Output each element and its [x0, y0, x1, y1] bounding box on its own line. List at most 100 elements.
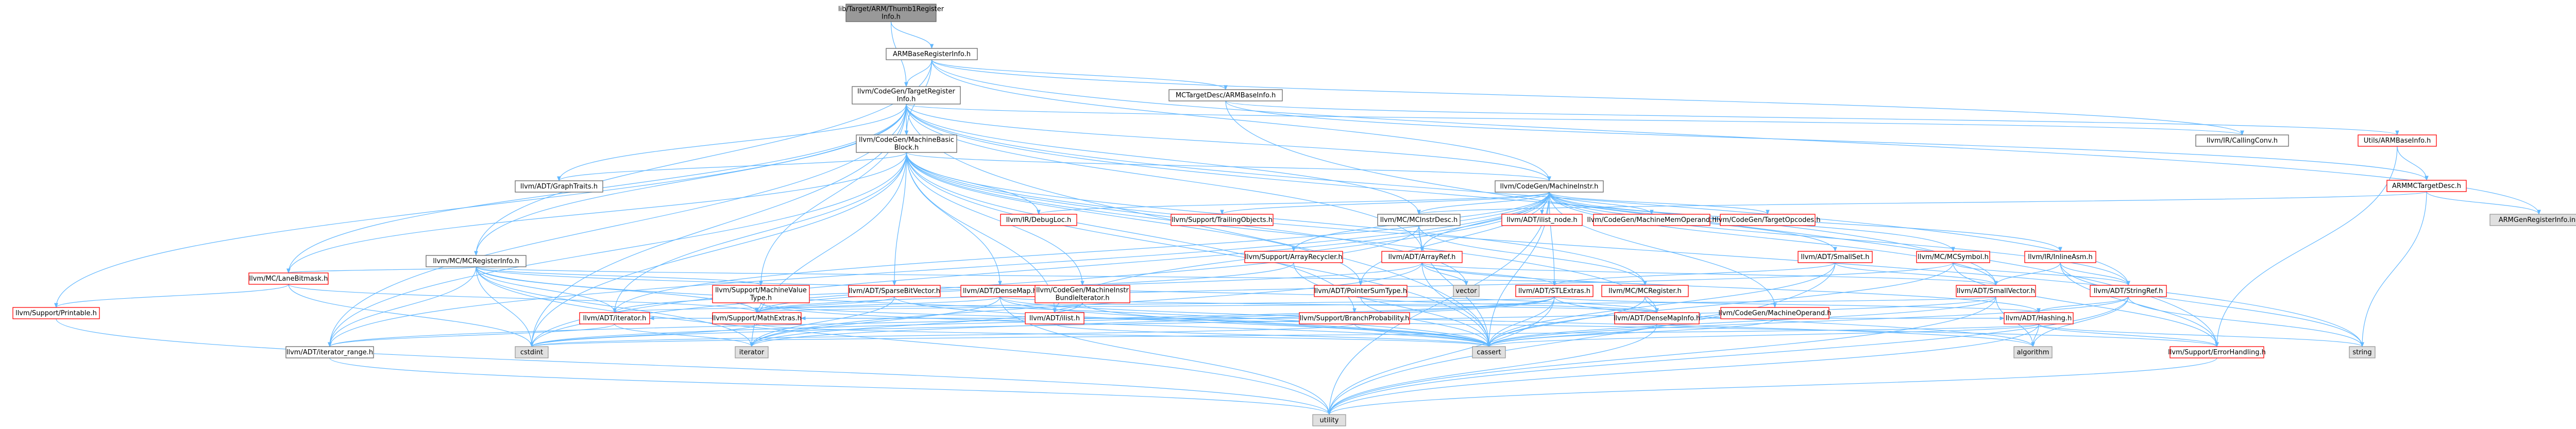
node-box	[2090, 285, 2167, 297]
dependency-edge	[1421, 262, 1998, 286]
graph-node-n32[interactable]: llvm/CodeGen/MachineOperand.h	[1718, 307, 1832, 319]
graph-node-n7[interactable]: ARMMCTargetDesc.h	[2386, 180, 2467, 192]
graph-node-n47[interactable]: llvm/Support/ErrorHandling.h	[2168, 346, 2266, 358]
dependency-edge	[999, 296, 2035, 347]
node-label: llvm/ADT/SparseBitVector.h	[849, 287, 940, 295]
graph-node-n13[interactable]: llvm/Support/TrailingObjects.h	[1171, 214, 1274, 226]
graph-node-n30[interactable]: llvm/ADT/STLExtras.h	[1515, 285, 1594, 297]
dependency-edge	[906, 104, 1421, 215]
graph-node-n22[interactable]: llvm/IR/InlineAsm.h	[2024, 251, 2096, 263]
graph-node-n40[interactable]: llvm/ADT/DenseMapInfo.h	[1614, 312, 1700, 324]
graph-node-n18[interactable]: llvm/Support/ArrayRecycler.h	[1244, 251, 1343, 263]
graph-node-n26[interactable]: llvm/ADT/SparseBitVector.h	[848, 285, 941, 297]
dependency-edge	[1417, 191, 2427, 215]
graph-node-n38[interactable]: llvm/ADT/ilist.h	[1025, 312, 1084, 324]
node-label: llvm/Support/MathExtras.h	[712, 315, 802, 322]
node-label: llvm/ADT/DenseMapInfo.h	[1614, 315, 1700, 322]
graph-node-n33[interactable]: llvm/ADT/SmallVector.h	[1956, 285, 2036, 297]
node-label: utility	[1320, 417, 1339, 424]
graph-node-n31[interactable]: llvm/MC/MCRegister.h	[1601, 285, 1689, 297]
graph-node-n27[interactable]: llvm/ADT/DenseMap.h	[960, 285, 1040, 297]
node-box	[1377, 214, 1461, 226]
graph-node-n42[interactable]: llvm/ADT/iterator_range.h	[285, 346, 374, 358]
dependency-edge	[1327, 296, 2129, 415]
graph-node-n9[interactable]: llvm/ADT/GraphTraits.h	[515, 180, 603, 193]
graph-node-n17[interactable]: llvm/CodeGen/TargetOpcodes.h	[1715, 214, 1821, 226]
graph-node-n14[interactable]: llvm/MC/MCInstrDesc.h	[1377, 214, 1461, 226]
graph-node-n11[interactable]: llvm/MC/MCRegisterInfo.h	[426, 255, 527, 267]
graph-node-n34[interactable]: llvm/ADT/StringRef.h	[2090, 285, 2167, 297]
edge-layer	[54, 21, 2541, 415]
dependency-edge	[1645, 296, 1659, 313]
graph-node-n12[interactable]: llvm/IR/DebugLoc.h	[1000, 214, 1077, 226]
dependency-edge	[1417, 192, 1550, 215]
node-box	[1601, 285, 1689, 297]
node-label: llvm/Support/TrailingObjects.h	[1172, 216, 1273, 224]
node-box	[1515, 285, 1594, 297]
node-box	[515, 346, 549, 358]
dependency-edge	[1549, 192, 1777, 308]
graph-node-n41[interactable]: llvm/ADT/Hashing.h	[2004, 312, 2074, 324]
dependency-edge	[1697, 313, 1721, 319]
dependency-edge	[2397, 146, 2429, 181]
node-label: llvm/Support/MachineValue	[715, 287, 807, 295]
dependency-edge	[906, 152, 1363, 286]
graph-node-n21[interactable]: llvm/MC/MCSymbol.h	[1916, 251, 1990, 263]
dependency-edge	[1554, 296, 2041, 313]
node-box	[1000, 214, 1077, 226]
graph-node-n28[interactable]: llvm/CodeGen/MachineInstrBundleIterator.…	[1035, 285, 1130, 303]
node-label: algorithm	[2017, 349, 2049, 356]
dependency-edge	[328, 192, 1550, 347]
dependency-edge	[1327, 262, 1836, 415]
node-box	[1168, 89, 1283, 101]
node-label: llvm/ADT/SmallSet.h	[1801, 253, 1869, 261]
graph-node-n19[interactable]: llvm/ADT/ArrayRef.h	[1381, 251, 1463, 263]
node-box	[856, 134, 957, 153]
dependency-edge	[1327, 296, 1996, 415]
dependency-edge	[2031, 323, 2039, 347]
graph-node-n39[interactable]: llvm/Support/BranchProbability.h	[1299, 312, 1410, 324]
node-layer: lib/Target/ARM/Thumb1RegisterInfo.hARMBa…	[12, 4, 2576, 426]
dependency-edge	[890, 21, 934, 49]
dependency-edge	[2038, 323, 2364, 347]
node-label: MCTargetDesc/ARMBaseInfo.h	[1176, 92, 1276, 99]
dependency-edge	[530, 323, 1355, 347]
graph-node-n20[interactable]: llvm/ADT/SmallSet.h	[1798, 251, 1873, 263]
graph-node-n24[interactable]: llvm/Support/Printable.h	[12, 307, 100, 319]
dependency-edge	[1554, 296, 2035, 347]
node-box	[1312, 414, 1346, 426]
graph-node-n6[interactable]: Utils/ARMBaseInfo.h	[2358, 134, 2437, 147]
graph-node-n37[interactable]: llvm/Support/MathExtras.h	[712, 312, 802, 324]
graph-node-n1[interactable]: ARMBaseRegisterInfo.h	[886, 48, 978, 60]
dependency-edge	[750, 296, 1555, 347]
graph-node-n36[interactable]: llvm/ADT/iterator.h	[579, 312, 650, 324]
graph-node-n15[interactable]: llvm/ADT/ilist_node.h	[1501, 214, 1583, 226]
node-label: ARMBaseRegisterInfo.h	[893, 50, 971, 58]
dependency-edge	[476, 266, 759, 313]
dependency-edge	[476, 266, 1491, 347]
dependency-edge	[1360, 296, 1491, 347]
dependency-edge	[906, 152, 2364, 347]
graph-node-n23[interactable]: llvm/MC/LaneBitmask.h	[248, 272, 329, 285]
graph-node-n5[interactable]: llvm/IR/CallingConv.h	[2195, 134, 2289, 147]
dependency-edge	[288, 284, 534, 347]
dependency-edge	[1953, 262, 2130, 286]
dependency-edge	[530, 152, 907, 347]
node-label: llvm/Support/ArrayRecycler.h	[1245, 253, 1342, 261]
dependency-edge	[760, 302, 2219, 347]
dependency-edge	[56, 318, 1331, 415]
graph-node-n16[interactable]: llvm/CodeGen/MachineMemOperand.h	[1587, 214, 1717, 226]
node-box	[712, 312, 802, 324]
node-box	[848, 285, 941, 297]
dependency-edge	[1487, 296, 1646, 347]
graph-node-n3[interactable]: MCTargetDesc/ARMBaseInfo.h	[1168, 89, 1283, 101]
graph-node-n10[interactable]: llvm/CodeGen/MachineInstr.h	[1495, 180, 1604, 193]
node-box	[852, 86, 961, 105]
graph-node-n29[interactable]: llvm/ADT/PointerSumType.h	[1314, 285, 1408, 297]
graph-node-n43: cstdint	[515, 346, 549, 358]
node-box	[1916, 251, 1990, 263]
